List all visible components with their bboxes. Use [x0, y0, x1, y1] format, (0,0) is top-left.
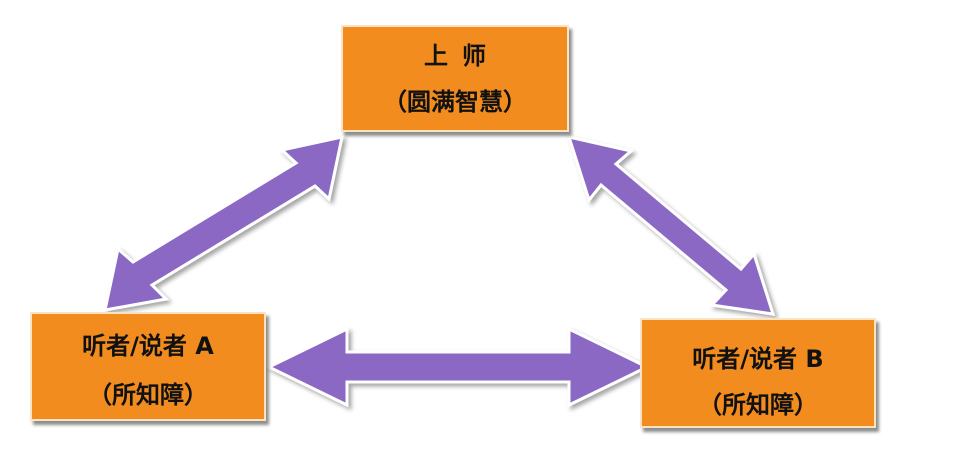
node-a-subtitle: （所知障）: [88, 381, 208, 409]
node-listener-speaker-b: 听者/说者 B （所知障）: [640, 318, 876, 428]
node-guru-subtitle: （圆满智慧）: [383, 88, 527, 116]
node-a-title: 听者/说者 A: [82, 332, 214, 360]
double-arrow-left-right: [265, 326, 651, 408]
node-guru: 上师 （圆满智慧）: [341, 25, 569, 132]
node-guru-title: 上师: [424, 42, 500, 70]
node-listener-speaker-a: 听者/说者 A （所知障）: [30, 312, 266, 421]
double-arrow-top-right: [566, 134, 776, 316]
node-b-subtitle: （所知障）: [698, 391, 818, 419]
double-arrow-top-left: [103, 135, 344, 312]
node-b-title: 听者/说者 B: [692, 345, 824, 373]
